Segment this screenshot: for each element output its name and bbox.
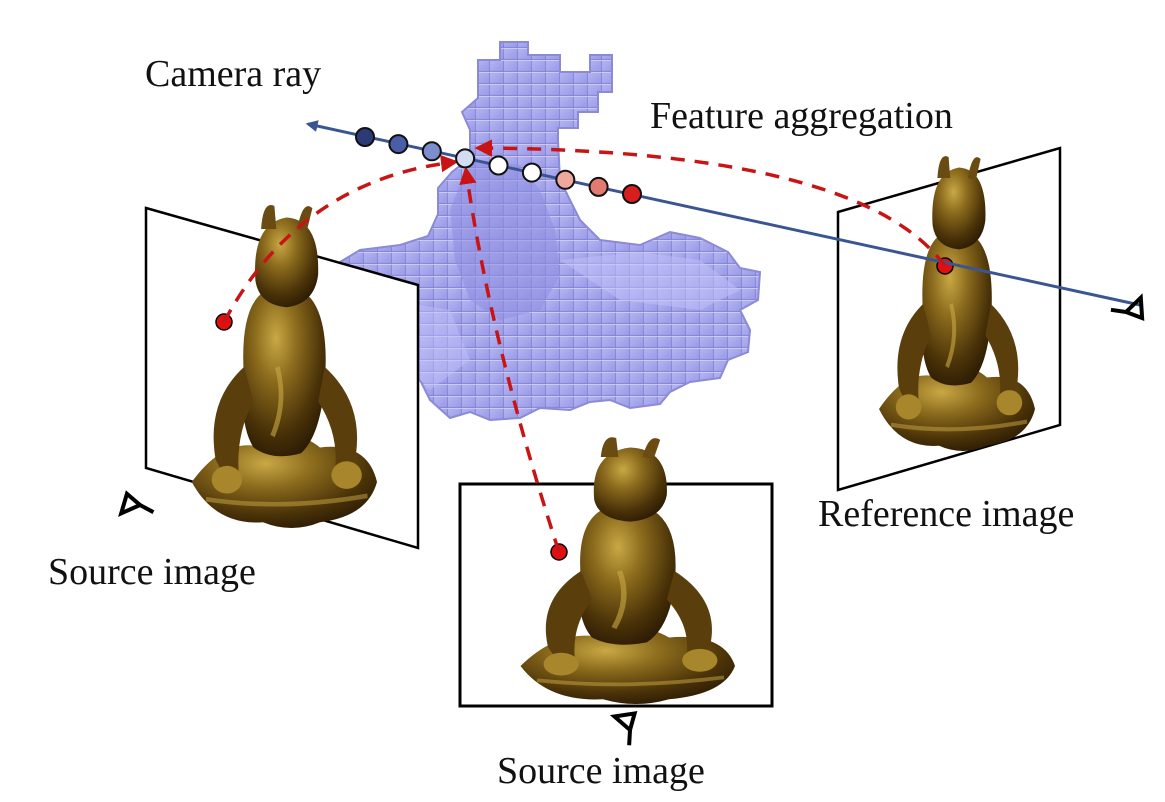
- ray-samples: [355, 127, 642, 204]
- arrow-from-source-bottom: [459, 166, 561, 553]
- label-source-image-left: Source image: [48, 551, 256, 593]
- ray-sample-point: [555, 169, 576, 190]
- label-reference-image: Reference image: [818, 493, 1074, 535]
- ray-sample-point: [588, 176, 609, 197]
- ray-sample-point: [355, 127, 375, 147]
- label-camera-ray: Camera ray: [145, 53, 321, 95]
- ray-sample-point: [388, 134, 409, 155]
- arrow-from-source-left: [222, 154, 459, 323]
- label-source-image-bottom: Source image: [497, 750, 705, 792]
- ray-sample-point: [421, 141, 442, 162]
- camera-icon-source-left: [119, 491, 157, 519]
- ray-sample-point: [622, 184, 642, 204]
- ray-sample-point: [521, 162, 542, 183]
- camera-ray-line: [305, 120, 1141, 307]
- feature-aggregation-arrows: [222, 139, 947, 553]
- source-image-bottom-plane: [458, 437, 774, 708]
- camera-icon-source-bottom: [612, 707, 647, 749]
- ray-sample-point: [455, 148, 476, 169]
- reference-image-plane: [836, 146, 1062, 492]
- label-feature-aggregation: Feature aggregation: [650, 95, 953, 137]
- ray-sample-point: [488, 155, 509, 176]
- arrow-from-reference: [474, 139, 947, 268]
